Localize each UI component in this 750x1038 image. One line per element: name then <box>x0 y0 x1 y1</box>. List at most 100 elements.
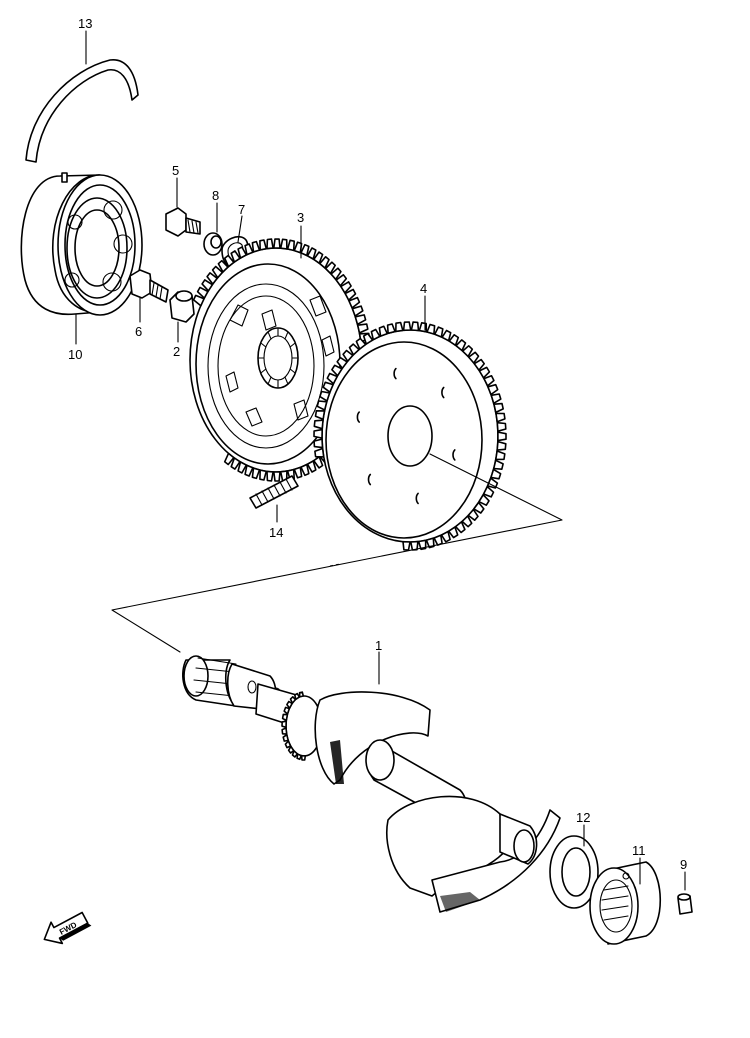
gear-tooth <box>467 351 480 364</box>
gear-tooth <box>433 534 443 546</box>
gear-tooth <box>283 706 291 715</box>
gear-tooth <box>348 296 361 309</box>
callout-1: 1 <box>375 638 382 653</box>
gear-tooth <box>495 450 506 461</box>
gear-tooth <box>433 326 444 338</box>
gear-tooth <box>314 410 326 421</box>
gear-tooth <box>281 727 288 735</box>
gear-tooth <box>356 323 369 334</box>
bolt-hole <box>367 473 372 486</box>
gear-tooth <box>244 243 254 256</box>
gear-tooth <box>211 265 224 279</box>
gear-tooth <box>454 521 466 534</box>
gear-tooth <box>490 468 502 480</box>
gear-tooth <box>286 700 293 709</box>
gear-tooth <box>223 254 235 268</box>
callout-6: 6 <box>135 324 142 339</box>
gear-tooth <box>493 402 504 414</box>
gear-tooth <box>473 501 485 514</box>
gear-tooth <box>300 754 307 761</box>
gear-tooth <box>251 240 261 253</box>
gear-tooth <box>326 372 338 385</box>
gear-tooth <box>461 515 473 528</box>
gear-tooth <box>259 239 268 251</box>
gear-tooth <box>286 239 295 252</box>
callout-3: 3 <box>297 210 304 225</box>
gear-tooth <box>291 750 299 758</box>
part-8-collar <box>203 232 223 256</box>
gear-tooth <box>293 466 303 479</box>
gear-tooth <box>284 740 292 749</box>
gear-tooth <box>378 325 389 337</box>
gear-tooth <box>493 459 504 470</box>
gear-tooth <box>342 349 354 362</box>
fwd-arrow-icon: FWD <box>43 911 92 945</box>
gear-tooth <box>313 251 324 264</box>
gear-tooth <box>490 393 502 405</box>
gear-tooth <box>316 400 328 411</box>
spline-tooth <box>267 376 272 384</box>
gear-tooth <box>266 238 274 250</box>
gear-tooth <box>223 452 235 466</box>
gear-tooth <box>251 467 261 480</box>
gear-tooth <box>300 243 310 257</box>
gear-tooth <box>355 337 367 350</box>
gear-tooth <box>313 456 324 469</box>
gear-tooth <box>426 323 436 335</box>
callout-labels: 13 5 8 7 3 4 6 2 10 14 1 12 11 9 <box>68 16 687 872</box>
gear-tooth <box>495 412 506 423</box>
gear-tooth <box>237 246 248 259</box>
callout-8: 8 <box>212 188 219 203</box>
gear-tooth <box>273 471 281 482</box>
gear-tooth <box>344 288 357 301</box>
part-10-ball-bearing <box>20 172 143 316</box>
gear-tooth <box>395 321 404 333</box>
callout-10: 10 <box>68 347 82 362</box>
gear-tooth <box>496 440 507 451</box>
gear-tooth <box>410 321 420 332</box>
gear-tooth <box>386 323 396 335</box>
gear-tooth <box>313 419 324 430</box>
callout-12: 12 <box>576 810 590 825</box>
gear-tooth <box>335 274 348 287</box>
gear-tooth <box>287 745 295 754</box>
spline-tooth <box>267 332 272 340</box>
part-13-circlip <box>25 59 139 163</box>
gear-tooth <box>467 508 479 521</box>
callout-11: 11 <box>632 843 646 858</box>
gear-tooth <box>440 530 451 543</box>
part-9-pin <box>677 893 693 915</box>
part-1-crankshaft <box>182 655 561 913</box>
gear-tooth <box>319 390 331 402</box>
part-4-driven-gear <box>313 321 507 551</box>
assembly-lines <box>111 453 563 653</box>
spline-tooth <box>260 368 267 374</box>
gear-tooth <box>293 241 303 254</box>
gear-tooth <box>425 537 435 549</box>
gear-tooth <box>331 364 343 377</box>
part-2-collar <box>169 290 195 323</box>
gear-tooth <box>192 294 205 307</box>
part-14-spring <box>249 475 299 509</box>
part-12-oil-seal <box>549 835 599 909</box>
gear-tooth <box>473 358 485 371</box>
spline-tooth <box>284 376 289 384</box>
callout-2: 2 <box>173 344 180 359</box>
gear-tooth <box>319 256 330 269</box>
gear-tooth <box>296 753 302 761</box>
gear-tooth <box>330 267 342 281</box>
gear-tooth <box>362 332 374 345</box>
gear-tooth <box>281 720 287 729</box>
gear-tooth <box>281 713 289 722</box>
gear-tooth <box>461 345 474 358</box>
callout-9: 9 <box>680 857 687 872</box>
part-6-bolt <box>129 269 169 303</box>
bolt-hole <box>452 449 456 461</box>
gear-tooth <box>298 691 305 698</box>
gear-tooth <box>497 431 507 442</box>
bolt-hole <box>393 367 397 380</box>
gear-tooth <box>279 238 288 250</box>
gear-tooth <box>496 421 507 432</box>
spline-tooth <box>284 332 289 340</box>
